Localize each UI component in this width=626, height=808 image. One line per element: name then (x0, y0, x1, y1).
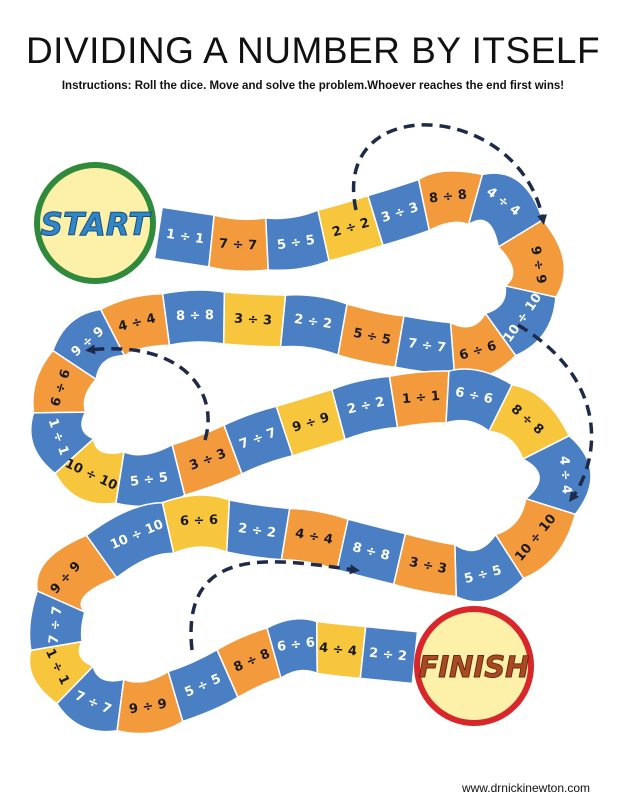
shortcut-arrow (517, 323, 594, 503)
space-label: 4 ÷ 4 (294, 526, 334, 548)
shortcut-arrow (189, 560, 360, 651)
space-label: 9 ÷ 9 (128, 697, 168, 718)
space-label: 2 ÷ 2 (368, 646, 407, 665)
board-space[interactable]: 8 ÷ 8 (487, 383, 571, 461)
finish-space[interactable]: FINISH (414, 606, 534, 726)
board-space[interactable]: 4 ÷ 4 (99, 292, 171, 357)
board-space[interactable]: 7 ÷ 7 (223, 405, 294, 475)
board-space[interactable]: 3 ÷ 3 (367, 178, 431, 247)
space-tile (359, 625, 419, 685)
space-label: 6 ÷ 6 (180, 513, 219, 529)
space-label: 4 ÷ 4 (556, 455, 574, 494)
shortcut-arrows (85, 123, 594, 651)
board-space[interactable]: 2 ÷ 2 (225, 499, 291, 561)
board-space[interactable]: 5 ÷ 5 (167, 648, 239, 723)
space-label: 9 ÷ 9 (527, 245, 548, 285)
board-space[interactable]: 10 ÷ 10 (494, 497, 577, 580)
space-label: 2 ÷ 2 (293, 312, 333, 332)
board-space[interactable]: 8 ÷ 8 (417, 170, 484, 232)
space-label: 7 ÷ 7 (219, 236, 258, 253)
board-space[interactable]: 7 ÷ 7 (208, 214, 270, 272)
board-space[interactable]: 6 ÷ 6 (266, 617, 319, 680)
board-space[interactable]: 6 ÷ 6 (445, 368, 514, 433)
board-space[interactable]: 7 ÷ 7 (55, 664, 125, 733)
space-label: 5 ÷ 5 (276, 233, 316, 254)
board-space[interactable]: 2 ÷ 2 (317, 194, 384, 262)
board-space[interactable]: 6 ÷ 6 (32, 349, 98, 414)
board-space[interactable]: 6 ÷ 6 (449, 311, 517, 379)
board-space[interactable]: 8 ÷ 8 (336, 518, 407, 586)
board-space[interactable]: 9 ÷ 9 (35, 534, 118, 613)
board-space[interactable]: 5 ÷ 5 (454, 533, 525, 603)
board-space[interactable]: 3 ÷ 3 (392, 532, 457, 598)
space-label: 8 ÷ 8 (428, 188, 467, 207)
space-label: 6 ÷ 6 (276, 635, 316, 655)
space-label: 4 ÷ 4 (318, 640, 357, 659)
board-space[interactable]: 2 ÷ 2 (279, 294, 348, 357)
space-label: 5 ÷ 5 (129, 470, 169, 490)
board-space[interactable]: 8 ÷ 8 (161, 289, 226, 347)
page-title: DIVIDING A NUMBER BY ITSELF (25, 30, 601, 71)
finish-label: FINISH (419, 650, 530, 684)
space-label: 1 ÷ 1 (165, 227, 205, 248)
space-label: 8 ÷ 8 (176, 308, 214, 324)
board-space[interactable]: 9 ÷ 9 (275, 388, 347, 457)
board-space[interactable]: 1 ÷ 1 (28, 640, 95, 705)
board-space[interactable]: 4 ÷ 4 (467, 172, 544, 249)
space-label: 7 ÷ 7 (407, 336, 447, 356)
start-circle (34, 162, 156, 284)
instructions-text: Instructions: Roll the dice. Move and so… (61, 80, 565, 92)
start-space[interactable]: START (34, 162, 156, 284)
space-label: 3 ÷ 3 (234, 312, 273, 329)
board-space[interactable]: 7 ÷ 7 (394, 314, 456, 376)
space-label: 7 ÷ 7 (47, 605, 66, 644)
shortcut-arrow (85, 344, 210, 441)
board-space[interactable]: 10 ÷ 10 (85, 501, 175, 579)
board-space[interactable]: 3 ÷ 3 (222, 291, 287, 348)
board-space[interactable]: 7 ÷ 7 (28, 589, 86, 652)
board-space[interactable]: 10 ÷ 10 (54, 437, 125, 505)
board-space[interactable]: 8 ÷ 8 (216, 627, 282, 699)
board-space[interactable]: 5 ÷ 5 (264, 209, 330, 272)
board-space[interactable]: 9 ÷ 9 (116, 670, 184, 735)
board-space[interactable]: 1 ÷ 1 (388, 370, 450, 429)
space-label: 3 ÷ 3 (408, 555, 448, 577)
finish-circle (414, 606, 534, 726)
board-space[interactable]: 2 ÷ 2 (330, 375, 399, 441)
space-label: 2 ÷ 2 (237, 521, 277, 541)
space-label: 1 ÷ 1 (401, 389, 440, 407)
board-space[interactable]: 2 ÷ 2 (359, 625, 419, 685)
start-label: START (41, 207, 153, 243)
board-space[interactable]: 6 ÷ 6 (161, 494, 231, 555)
board-space[interactable]: 1 ÷ 1 (153, 206, 215, 268)
board-space[interactable]: 4 ÷ 4 (315, 620, 367, 680)
board-space[interactable]: 3 ÷ 3 (171, 424, 243, 497)
shortcut-arrow (351, 123, 547, 225)
board-space[interactable]: 4 ÷ 4 (280, 507, 349, 571)
board-space[interactable]: 5 ÷ 5 (337, 302, 405, 368)
website-credit: www.drnickinewton.com (461, 781, 590, 795)
board-space[interactable]: 1 ÷ 1 (30, 411, 96, 475)
